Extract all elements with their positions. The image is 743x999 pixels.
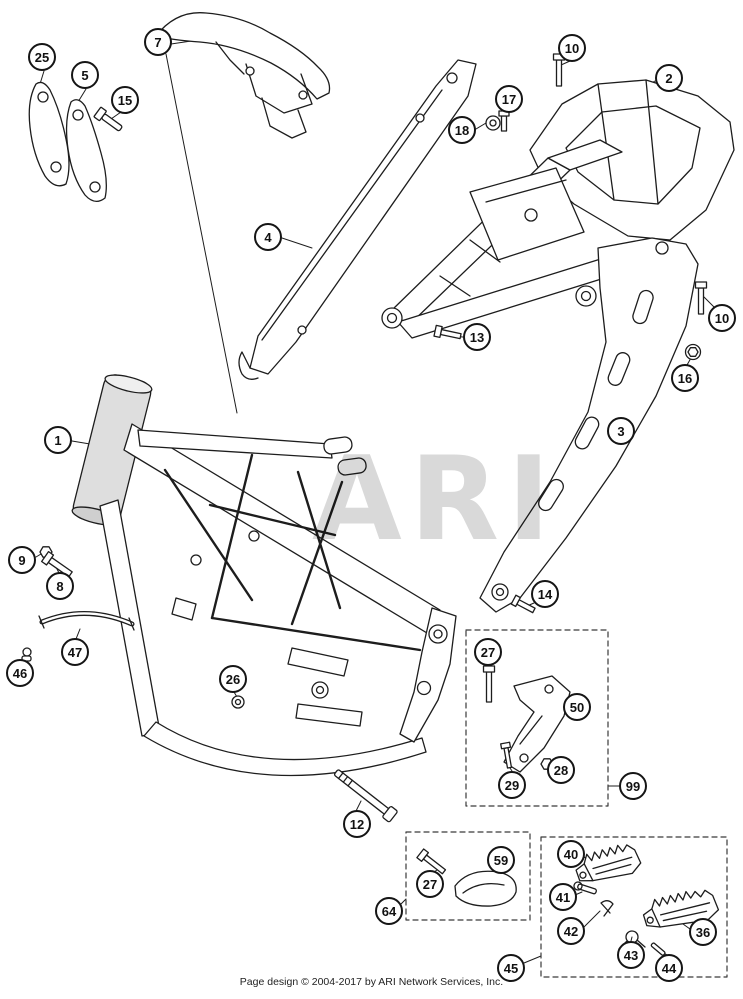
- part-47-hose: [38, 611, 135, 631]
- part-2-subframe-top: [529, 79, 735, 241]
- callout-7[interactable]: 7: [144, 28, 172, 56]
- callout-28[interactable]: 28: [547, 756, 575, 784]
- callout-15[interactable]: 15: [111, 86, 139, 114]
- part-42-cotter-pin: [600, 900, 614, 917]
- callout-26[interactable]: 26: [219, 665, 247, 693]
- callout-45[interactable]: 45: [497, 954, 525, 982]
- callout-13[interactable]: 13: [463, 323, 491, 351]
- callout-42[interactable]: 42: [557, 917, 585, 945]
- part-26-nut: [231, 695, 245, 709]
- part-4-subframe-member: [238, 59, 477, 380]
- callout-12[interactable]: 12: [343, 810, 371, 838]
- callout-36[interactable]: 36: [689, 918, 717, 946]
- callout-9[interactable]: 9: [8, 546, 36, 574]
- group-box-64: [405, 831, 531, 921]
- part-25-bracket: [28, 81, 70, 187]
- group-boxes: [405, 629, 728, 978]
- footer-credit: Page design © 2004-2017 by ARI Network S…: [239, 976, 504, 988]
- callout-43[interactable]: 43: [617, 941, 645, 969]
- part-5-bracket: [65, 99, 107, 202]
- callout-99[interactable]: 99: [619, 772, 647, 800]
- part-40-footrest: [575, 844, 642, 882]
- part-1-main-frame: [71, 374, 457, 777]
- callout-2[interactable]: 2: [655, 64, 683, 92]
- part-41-pin: [573, 881, 597, 895]
- part-17-screw: [498, 110, 510, 132]
- callout-3[interactable]: 3: [607, 417, 635, 445]
- group-box-99: [465, 629, 609, 807]
- callout-47[interactable]: 47: [61, 638, 89, 666]
- callout-17[interactable]: 17: [495, 85, 523, 113]
- callout-44[interactable]: 44: [655, 954, 683, 982]
- callout-29[interactable]: 29: [498, 771, 526, 799]
- callout-41[interactable]: 41: [549, 883, 577, 911]
- part-12-bolt: [334, 769, 398, 823]
- part-7-bracket: [155, 12, 331, 139]
- part-14-bolt: [510, 594, 536, 614]
- callout-14[interactable]: 14: [531, 580, 559, 608]
- part-15-screw: [93, 106, 123, 132]
- callout-4[interactable]: 4: [254, 223, 282, 251]
- part-29-bolt: [500, 741, 513, 769]
- part-27-bolt-b: [416, 848, 447, 875]
- callout-64[interactable]: 64: [375, 897, 403, 925]
- part-13-bolt: [433, 324, 462, 340]
- group-box-45: [540, 836, 728, 978]
- part-18-bushing: [485, 115, 501, 131]
- part-27-bolt-a: [482, 665, 496, 703]
- callout-5[interactable]: 5: [71, 61, 99, 89]
- part-59-guide: [454, 870, 517, 907]
- part-16-nut: [684, 343, 702, 361]
- callout-59[interactable]: 59: [487, 846, 515, 874]
- callout-27a[interactable]: 27: [474, 638, 502, 666]
- callout-18[interactable]: 18: [448, 116, 476, 144]
- callout-40[interactable]: 40: [557, 840, 585, 868]
- part-50-carrier: [503, 675, 571, 773]
- callout-25[interactable]: 25: [28, 43, 56, 71]
- callout-10b[interactable]: 10: [708, 304, 736, 332]
- part-36-footrest: [642, 889, 720, 928]
- subframe-assembly: [381, 139, 657, 339]
- callout-46[interactable]: 46: [6, 659, 34, 687]
- callout-50[interactable]: 50: [563, 693, 591, 721]
- callout-8[interactable]: 8: [46, 572, 74, 600]
- part-8-bolt: [40, 550, 73, 578]
- part-46-fitting: [21, 647, 32, 662]
- callout-16[interactable]: 16: [671, 364, 699, 392]
- part-10-bolt-right: [694, 281, 708, 315]
- callout-1[interactable]: 1: [44, 426, 72, 454]
- callout-10a[interactable]: 10: [558, 34, 586, 62]
- callout-27b[interactable]: 27: [416, 870, 444, 898]
